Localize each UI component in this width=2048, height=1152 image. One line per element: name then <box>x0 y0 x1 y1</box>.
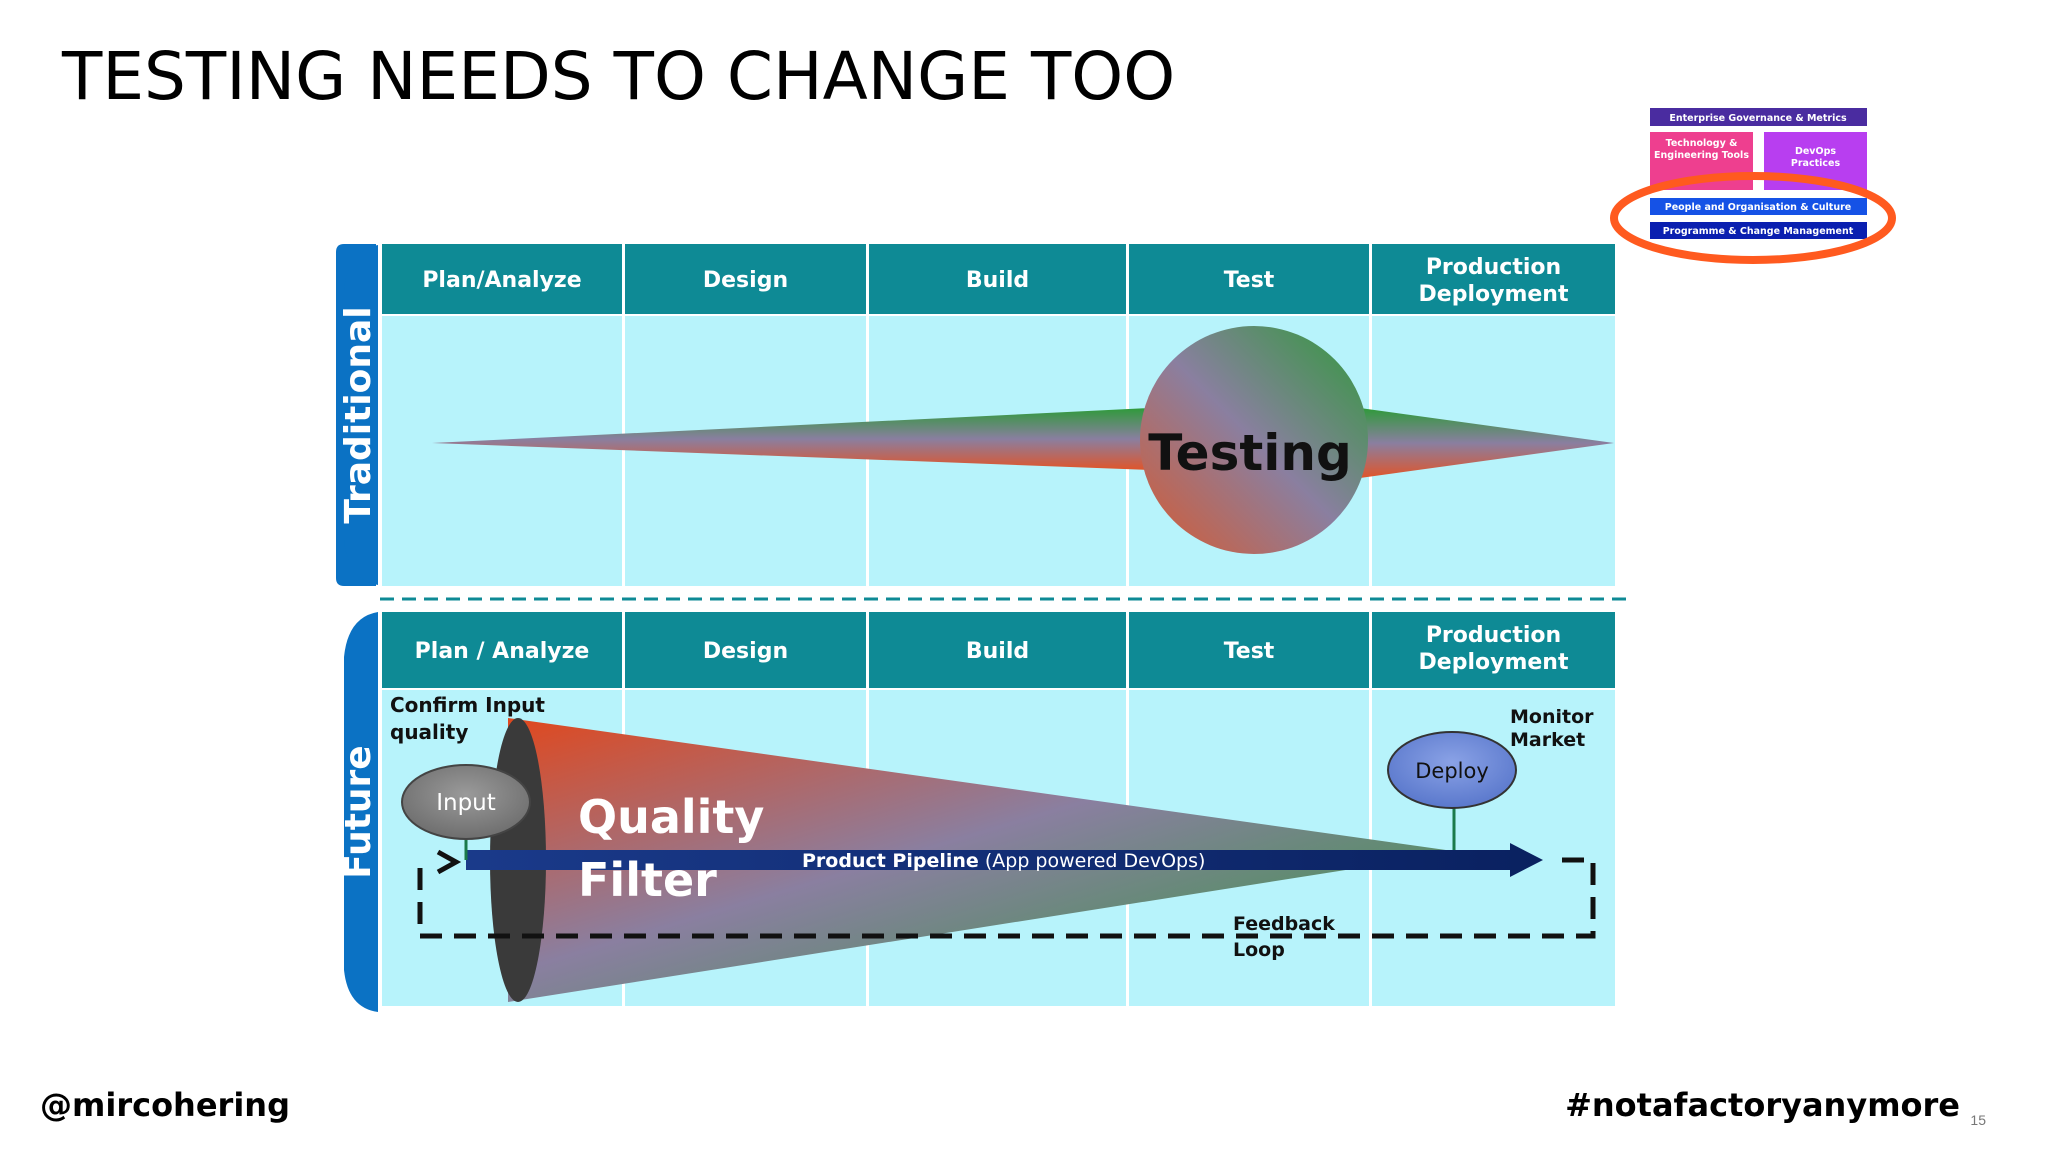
traditional-header-2 <box>869 244 1126 314</box>
pipeline-label: Product Pipeline (App powered DevOps) <box>802 850 1205 872</box>
feedback-loop <box>417 857 1596 939</box>
slide-title: TESTING NEEDS TO CHANGE TOO <box>62 38 1176 115</box>
highlight-ellipse <box>1610 172 1896 264</box>
traditional-cell-0 <box>382 316 622 586</box>
framework-technology-label: Technology & Engineering Tools <box>1654 138 1749 161</box>
framework-technology-fo: Technology & Engineering Tools <box>1654 138 1749 161</box>
future-side-bar <box>344 612 378 1012</box>
traditional-header-4 <box>1372 244 1615 314</box>
future-phase-label-1: Design <box>703 639 788 664</box>
framework-programme-box <box>1650 222 1867 239</box>
future-label: Future <box>338 745 379 878</box>
quality-filter-word2: Filter <box>578 853 717 907</box>
deploy-node <box>1387 731 1517 809</box>
future-phase-label-2: Build <box>966 639 1029 664</box>
feedback-arrowhead <box>436 849 462 875</box>
traditional-spindle-left <box>432 408 1150 470</box>
future-phase-label-3: Test <box>1224 639 1275 664</box>
testing-label: Testing <box>1148 424 1352 482</box>
future-header-1 <box>625 612 866 688</box>
future-header-4 <box>1372 612 1615 688</box>
framework-graphic: Enterprise Governance & Metrics People a… <box>1610 108 1896 264</box>
future-header-0 <box>382 612 622 688</box>
traditional-header-1 <box>625 244 866 314</box>
framework-programme: Programme & Change Management <box>1663 226 1854 237</box>
future-header-2 <box>869 612 1126 688</box>
future-phase-label-0: Plan / Analyze <box>415 639 590 664</box>
monitor-market-annotation: Monitor Market <box>1510 706 1594 751</box>
traditional-header-3 <box>1129 244 1369 314</box>
framework-governance: Enterprise Governance & Metrics <box>1669 113 1847 124</box>
quality-filter-word1: Quality <box>578 790 764 844</box>
traditional-phase-label-3: Test <box>1224 268 1275 293</box>
traditional-phase-label-0: Plan/Analyze <box>422 268 581 293</box>
pipeline-label-rest: (App powered DevOps) <box>979 850 1206 872</box>
testing-circle <box>1140 326 1368 554</box>
confirm-input-annotation: Confirm Input quality <box>390 693 545 744</box>
feedback-annotation: Feedback Loop <box>1233 913 1335 961</box>
traditional-label: Traditional <box>338 306 379 523</box>
traditional-phase-label-1: Design <box>703 268 788 293</box>
traditional-header-0 <box>382 244 622 314</box>
footer-handle: @mircohering <box>40 1086 290 1124</box>
deploy-label: Deploy <box>1415 759 1489 783</box>
future-header-3 <box>1129 612 1369 688</box>
footer-hashtag: #notafactoryanymore <box>1565 1086 1960 1124</box>
traditional-phase-label-2: Build <box>966 268 1029 293</box>
framework-governance-box <box>1650 108 1867 126</box>
input-label: Input <box>436 790 496 816</box>
framework-devops-fo: DevOps Practices <box>1790 146 1841 169</box>
pipeline-arrow <box>466 843 1543 877</box>
framework-people-box <box>1650 198 1867 215</box>
page-number: 15 <box>1970 1112 1986 1128</box>
framework-devops-label: DevOps Practices <box>1790 146 1841 169</box>
input-node <box>401 764 531 840</box>
traditional-section: Traditional Plan/Analyze Design Build Test P… <box>336 244 1615 586</box>
pipeline-label-bold: Product Pipeline <box>802 850 979 872</box>
framework-people: People and Organisation & Culture <box>1665 202 1852 213</box>
traditional-spindle-right <box>1360 408 1614 478</box>
